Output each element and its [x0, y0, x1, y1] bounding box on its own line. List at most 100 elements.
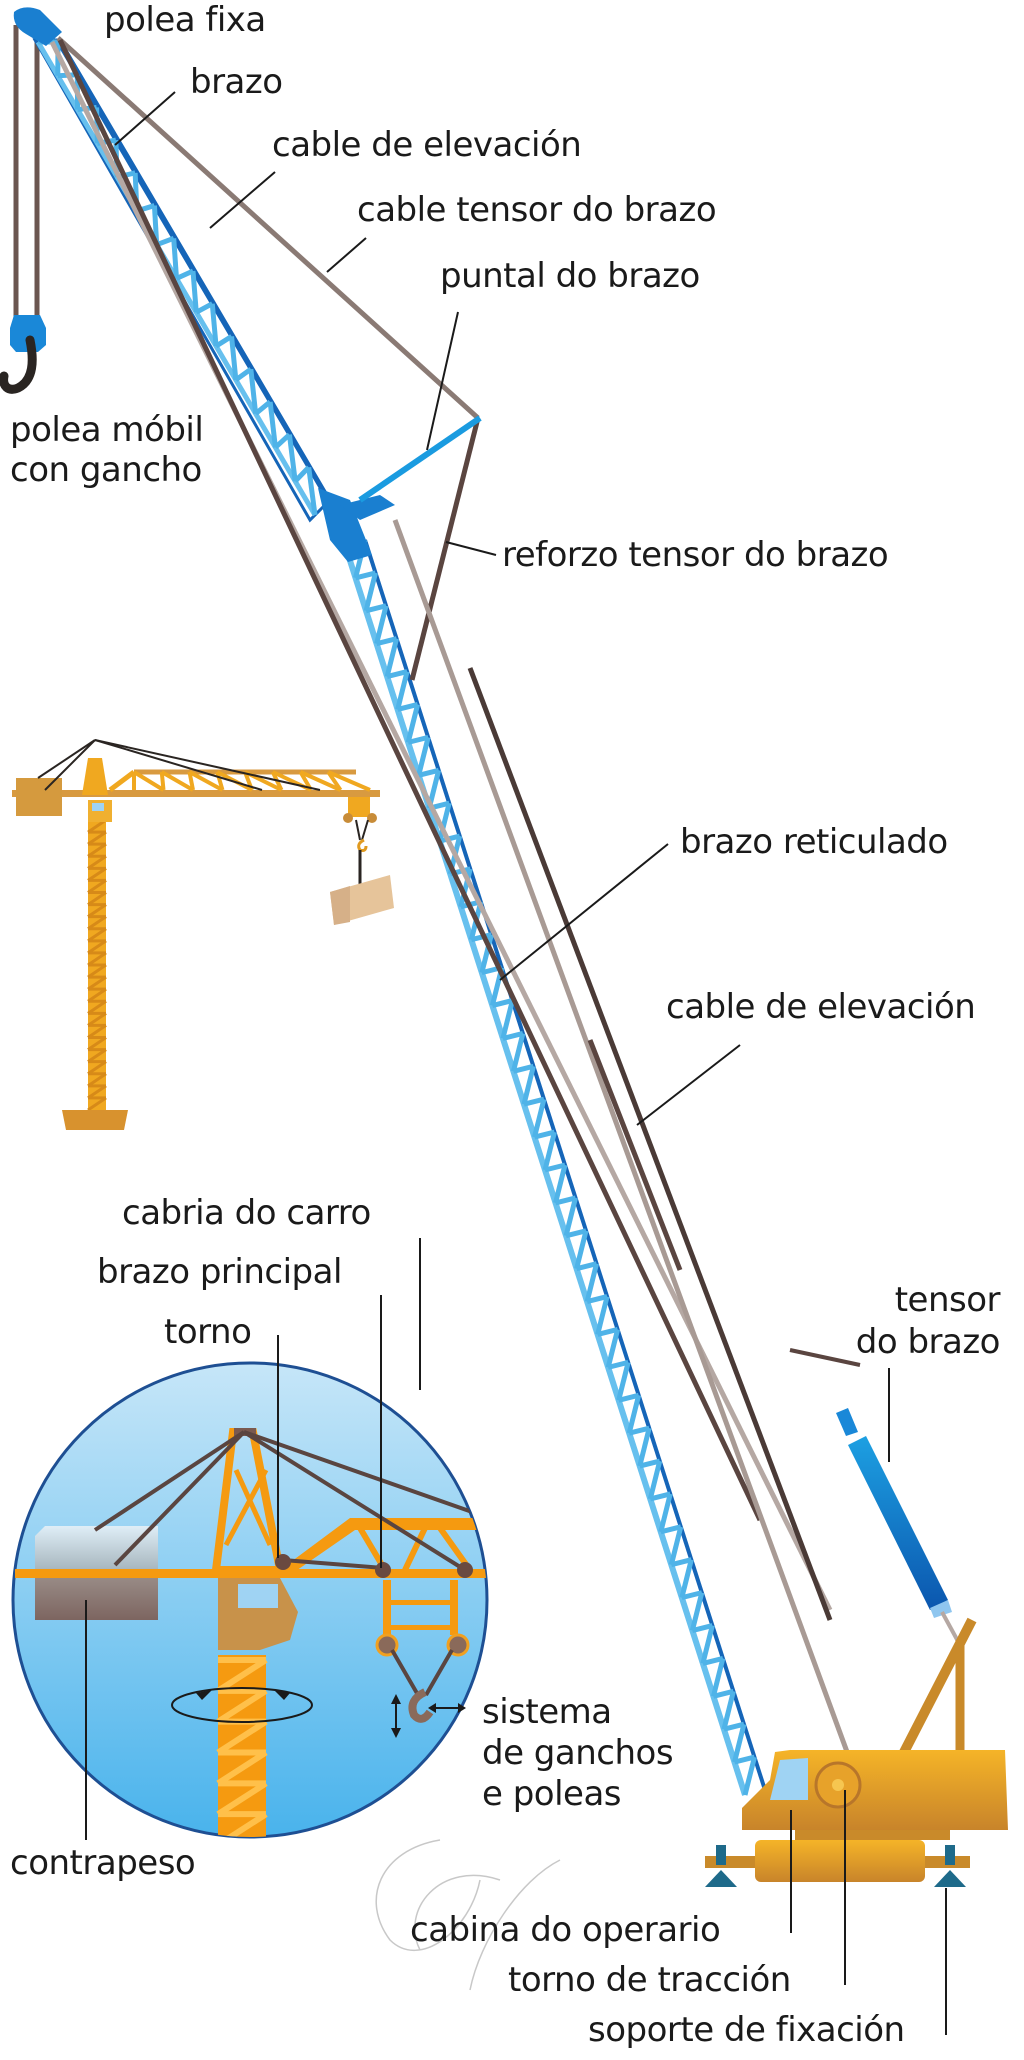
boom-strut — [358, 415, 482, 503]
lattice-strut — [87, 818, 107, 834]
lattice-strut — [234, 367, 253, 382]
label-sistema-line3: e poleas — [482, 1774, 622, 1814]
boom-tensor — [789, 1348, 962, 1646]
crane-base — [705, 1617, 1008, 1887]
lattice-strut — [171, 238, 179, 279]
lattice-strut — [87, 1036, 107, 1051]
detail-circle — [11, 1361, 489, 1839]
lattice-strut — [554, 1195, 577, 1206]
lattice-strut — [87, 879, 107, 894]
lattice-strut — [416, 736, 431, 776]
lattice-strut — [132, 770, 165, 792]
lattice-strut — [702, 1655, 724, 1666]
lattice-strut — [215, 771, 225, 791]
label-torno: torno — [164, 1312, 252, 1352]
signature-watermark — [375, 1839, 561, 1991]
lattice-strut — [742, 1756, 757, 1796]
lattice-strut — [354, 570, 377, 581]
lattice-strut — [87, 951, 107, 967]
lattice-strut — [87, 963, 107, 979]
lattice-strut — [374, 605, 389, 645]
lattice-strut — [689, 1592, 705, 1632]
lattice-strut — [188, 770, 224, 792]
leader-lines — [85, 91, 947, 2035]
lattice-strut — [658, 1493, 673, 1533]
hook-block-icon — [0, 315, 46, 394]
lattice-strut — [407, 734, 429, 745]
label-brazo-principal: brazo principal — [97, 1252, 342, 1292]
lattice-strut — [87, 842, 107, 858]
lattice-strut — [87, 1000, 107, 1015]
lattice-strut — [626, 1394, 642, 1434]
lattice-strut — [607, 1359, 629, 1370]
lattice-strut — [586, 1294, 608, 1305]
lattice-strut — [160, 770, 194, 792]
lattice-strut — [155, 235, 175, 248]
lattice-strut — [363, 572, 378, 612]
label-contrapeso: contrapeso — [10, 1843, 196, 1883]
lattice-strut — [214, 334, 233, 349]
label-polea-mobil-line1: polea móbil — [10, 410, 204, 450]
lattice-strut — [565, 1228, 587, 1239]
lattice-strut — [510, 1032, 526, 1072]
lattice-strut — [87, 1012, 107, 1027]
lattice-strut — [649, 1491, 671, 1502]
lattice-strut — [395, 670, 410, 711]
lattice-strut — [491, 998, 513, 1008]
lattice-strut — [647, 1460, 663, 1500]
lattice-strut — [418, 767, 440, 778]
lattice-strut — [732, 1723, 747, 1763]
lattice-strut — [87, 1060, 107, 1075]
lattice-strut — [721, 1690, 736, 1730]
label-cable-elevacion-top: cable de elevación — [272, 125, 582, 165]
lattice-strut — [286, 434, 298, 482]
hook-hoist-cables — [13, 25, 40, 320]
lattice-strut — [691, 1623, 713, 1633]
lattice-strut — [405, 703, 421, 743]
label-tensor-line1: tensor — [894, 1280, 1001, 1320]
label-sistema-line1: sistema — [482, 1692, 612, 1732]
lattice-strut — [87, 903, 107, 918]
lattice-strut — [87, 987, 107, 1003]
lattice-strut — [553, 1164, 568, 1204]
label-puntal-brazo: puntal do brazo — [440, 256, 700, 296]
label-cable-elevacion-mid: cable de elevación — [666, 987, 976, 1027]
label-torno-traccion: torno de tracción — [508, 1960, 791, 2000]
label-soporte-fixacion: soporte de fixación — [588, 2010, 905, 2050]
lattice-strut — [533, 1129, 556, 1140]
lattice-strut — [87, 1084, 107, 1100]
lattice-strut — [668, 1526, 684, 1566]
label-sistema-line2: de ganchos — [482, 1733, 674, 1773]
lattice-strut — [470, 932, 492, 943]
lattice-strut — [670, 1557, 692, 1568]
label-reforzo-tensor: reforzo tensor do brazo — [502, 535, 889, 575]
tower-crane-small — [12, 739, 394, 1130]
lattice-strut — [87, 1096, 107, 1112]
lattice-strut — [273, 432, 292, 450]
lattice-strut — [216, 1749, 268, 1786]
lattice-strut — [502, 1030, 524, 1041]
lattice-strut — [216, 1811, 268, 1837]
lattice-strut — [306, 466, 318, 516]
fixed-pulley-icon — [13, 7, 62, 47]
lattice-strut — [87, 915, 107, 930]
lattice-strut — [574, 1230, 589, 1270]
lattice-strut — [584, 1263, 600, 1303]
lattice-strut — [542, 1131, 557, 1171]
lattice-strut — [681, 1590, 703, 1601]
lattice-strut — [87, 891, 107, 906]
lattice-strut — [87, 1048, 107, 1063]
lattice-strut — [628, 1425, 650, 1436]
lattice-strut — [605, 1328, 621, 1368]
lattice-strut — [618, 1392, 640, 1403]
lattice-strut — [87, 830, 107, 846]
lattice-strut — [479, 934, 494, 974]
label-polea-fixa: polea fixa — [104, 0, 266, 40]
lattice-strut — [87, 927, 107, 943]
lattice-strut — [595, 1295, 610, 1336]
lattice-strut — [229, 336, 239, 381]
lattice-strut — [523, 1096, 545, 1107]
lattice-strut — [437, 802, 452, 842]
lattice-strut — [712, 1688, 735, 1699]
lattice-strut — [216, 1688, 268, 1725]
